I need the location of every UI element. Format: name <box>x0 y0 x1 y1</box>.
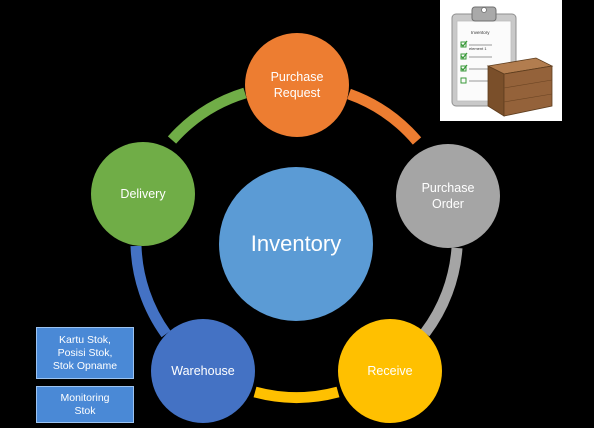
node-receive: Receive <box>338 319 442 423</box>
clipboard-item-text: element 1 <box>469 46 487 51</box>
node-purchase-order: Purchase Order <box>396 144 500 248</box>
node-delivery: Delivery <box>91 142 195 246</box>
inventory-clipboard-image: Inventory element 1 <box>440 0 562 121</box>
clipboard-box-illustration: Inventory element 1 <box>451 6 554 117</box>
clipboard-title-text: Inventory <box>471 30 490 35</box>
ring-arc-request-order <box>347 88 422 145</box>
ring-arc-delivery-request <box>167 87 247 144</box>
node-warehouse: Warehouse <box>151 319 255 423</box>
ring-arc-receive-warehouse <box>253 386 340 403</box>
inventory-center-circle: Inventory <box>219 167 373 321</box>
ring-arc-warehouse-delivery <box>130 245 171 338</box>
node-purchase-request: Purchase Request <box>245 33 349 137</box>
note-stock-monitoring: Monitoring Stok <box>36 386 134 423</box>
note-stock-records: Kartu Stok, Posisi Stok, Stok Opname <box>36 327 134 379</box>
ring-arc-order-receive <box>420 247 463 337</box>
